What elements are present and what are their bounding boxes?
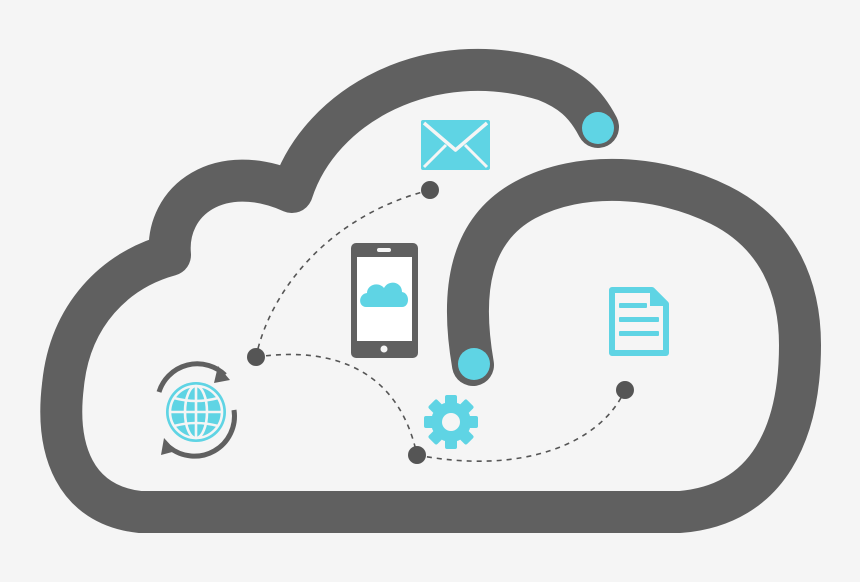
connector-hub-bottom [255, 353, 418, 456]
globe-icon [166, 382, 226, 442]
document-icon [609, 287, 669, 356]
email-icon [421, 120, 490, 170]
node-hub [247, 348, 265, 366]
node-email [421, 181, 439, 199]
globe-sync-icon [156, 361, 237, 459]
gear-icon [424, 395, 478, 449]
node-document [616, 381, 634, 399]
cloud-end-dot-top [582, 112, 614, 144]
smartphone-icon [351, 243, 418, 358]
sync-arrows-icon [156, 361, 237, 459]
connector-bottom-document [416, 389, 626, 462]
cloud-icon [360, 282, 408, 307]
node-bottom [408, 446, 426, 464]
cloud-end-dot-inner [458, 348, 490, 380]
cloud-outline [40, 48, 821, 533]
